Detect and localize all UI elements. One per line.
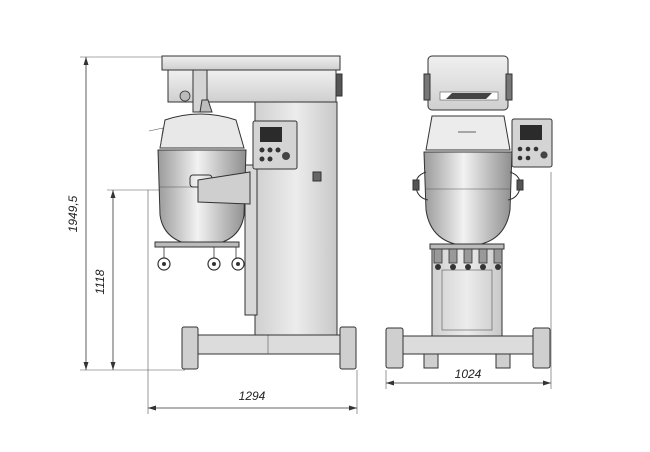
dimension-total-height: 1949,5	[66, 56, 185, 371]
front-bowl	[423, 151, 513, 247]
front-control-panel-icon	[511, 118, 553, 168]
side-head-handle	[335, 73, 343, 97]
side-base-beam	[197, 334, 344, 355]
front-base-foot-left	[385, 327, 404, 369]
dimension-side-depth: 1294	[147, 190, 358, 414]
side-bowl-arm	[197, 171, 251, 205]
side-head-top	[161, 55, 341, 71]
dimension-front-width: 1024	[385, 172, 552, 389]
side-control-panel-icon	[252, 120, 298, 170]
side-switch	[312, 171, 322, 182]
brand-logo-icon	[439, 91, 499, 101]
side-base-foot-left	[181, 326, 199, 370]
dimension-total-height-label: 1949,5	[66, 195, 80, 232]
dimension-bowl-height-label: 1118	[93, 269, 107, 294]
dimension-side-depth-label: 1294	[239, 389, 266, 403]
front-caster-wheel-icon	[433, 248, 503, 270]
front-base-foot-right	[532, 327, 551, 369]
side-base-foot-right	[339, 326, 357, 370]
front-base-beam	[402, 335, 534, 355]
side-view	[148, 55, 357, 370]
front-trolley	[429, 243, 505, 250]
side-trolley	[154, 241, 240, 248]
front-head	[427, 55, 509, 111]
caster-wheel-icon	[157, 257, 245, 271]
front-bowl-guard	[425, 115, 511, 151]
dimension-front-width-label: 1024	[455, 367, 482, 381]
front-view	[385, 55, 553, 369]
side-bowl-guard	[159, 113, 245, 149]
